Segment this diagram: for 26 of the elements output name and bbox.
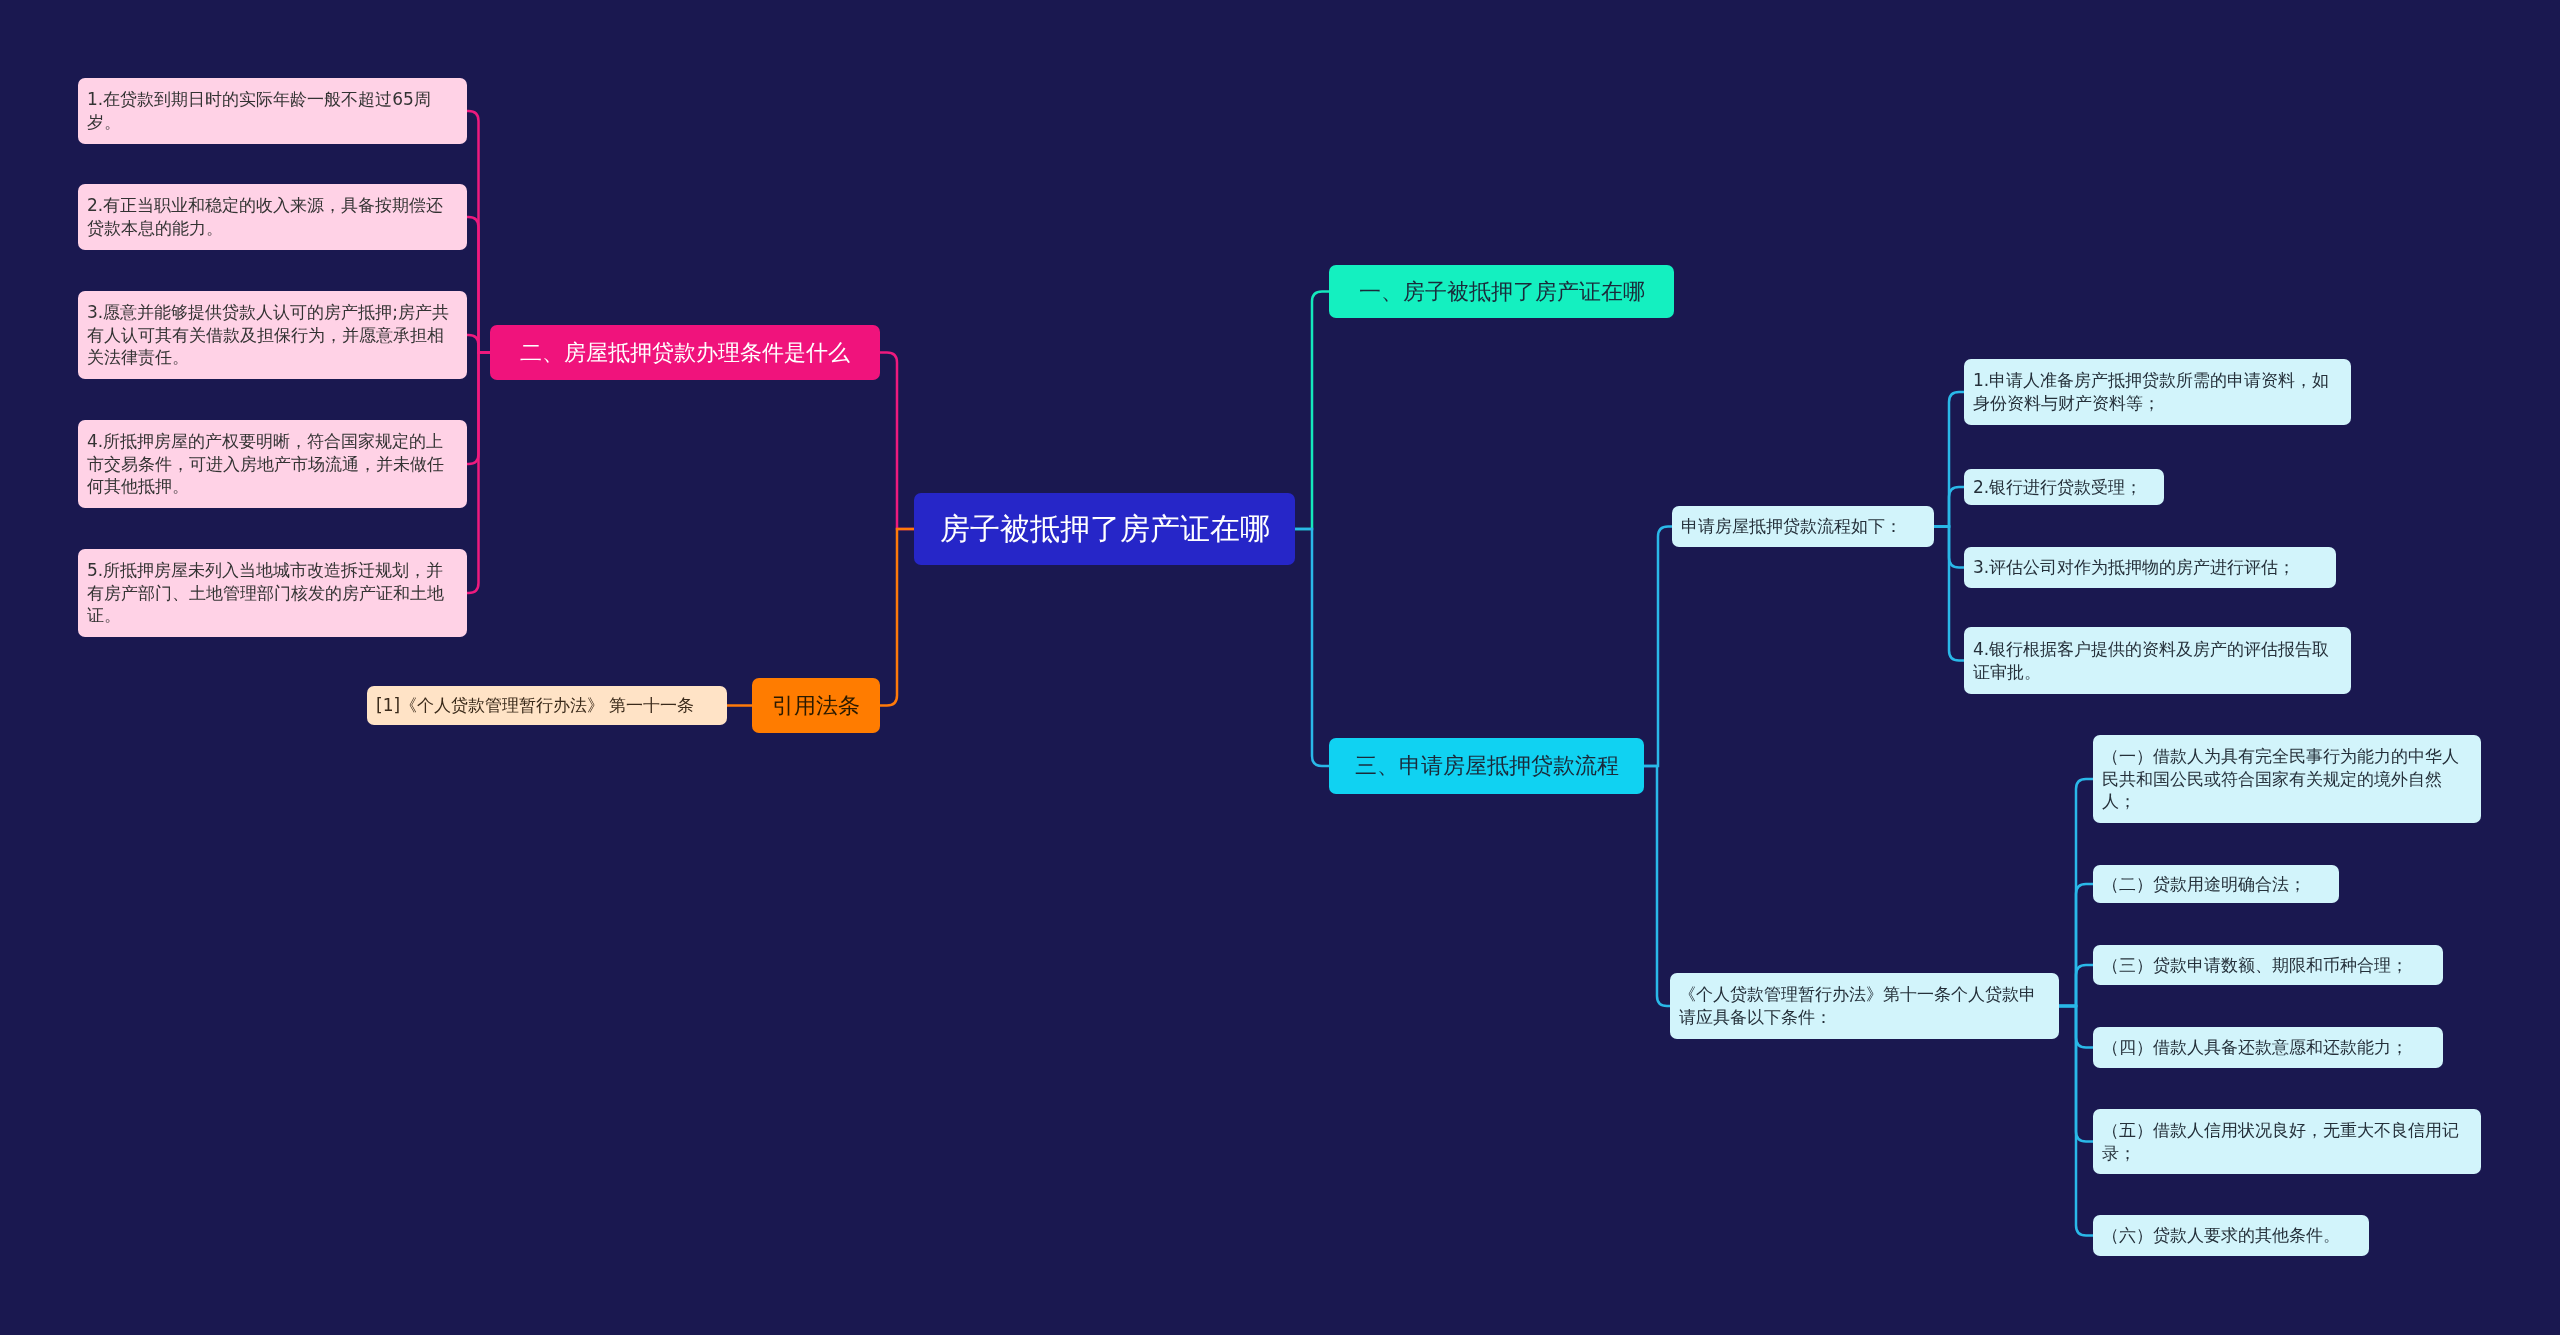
subtopic-box: 《个人贷款管理暂行办法》第十一条个人贷款申请应具备以下条件： [1670,973,2059,1039]
subtopic-box: 4.所抵押房屋的产权要明晰，符合国家规定的上市交易条件，可进入房地产市场流通，并未做任何其他抵押。 [78,420,467,508]
central-topic: 房子被抵押了房产证在哪 [914,493,1295,565]
branch-topic: 二、房屋抵押贷款办理条件是什么 [490,325,880,380]
subtopic-box: 申请房屋抵押贷款流程如下： [1672,506,1934,547]
subtopic-box: 1.在贷款到期日时的实际年龄一般不超过65周岁。 [78,78,467,144]
branch-topic: 引用法条 [752,678,880,733]
subtopic-box: （五）借款人信用状况良好，无重大不良信用记录； [2093,1109,2481,1174]
subtopic-box: [1]《个人贷款管理暂行办法》 第一十一条 [367,686,727,725]
connector-line [466,351,490,595]
connector-line [1644,764,1670,1008]
subtopic-box: 5.所抵押房屋未列入当地城市改造拆迁规划，并有房产部门、土地管理部门核发的房产证和土地证。 [78,549,467,637]
subtopic-box: 4.银行根据客户提供的资料及房产的评估报告取证审批。 [1964,627,2351,694]
subtopic-box: 2.银行进行贷款受理； [1964,469,2164,505]
subtopic-box: （三）贷款申请数额、期限和币种合理； [2093,945,2443,985]
subtopic-box: （四）借款人具备还款意愿和还款能力； [2093,1027,2443,1068]
branch-topic: 三、申请房屋抵押贷款流程 [1329,738,1644,794]
connector-line [727,704,752,707]
subtopic-box: 3.愿意并能够提供贷款人认可的房产抵押;房产共有人认可其有关借款及担保行为，并愿意承担相关法律责任。 [78,291,467,379]
subtopic-box: 2.有正当职业和稳定的收入来源，具备按期偿还贷款本息的能力。 [78,184,467,250]
subtopic-box: （一）借款人为具有完全民事行为能力的中华人民共和国公民或符合国家有关规定的境外自然人； [2093,735,2481,823]
subtopic-box: 3.评估公司对作为抵押物的房产进行评估； [1964,547,2336,588]
subtopic-box: 1.申请人准备房产抵押贷款所需的申请资料，如身份资料与财产资料等； [1964,359,2351,425]
subtopic-box: （六）贷款人要求的其他条件。 [2093,1215,2369,1256]
branch-topic: 一、房子被抵押了房产证在哪 [1329,265,1674,318]
subtopic-box: （二）贷款用途明确合法； [2093,865,2339,903]
